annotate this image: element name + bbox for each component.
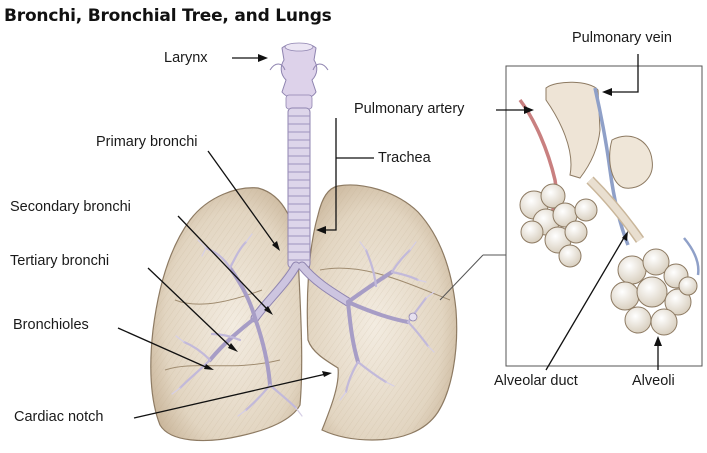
- left-lung: [151, 188, 302, 441]
- larynx-structure: [270, 43, 328, 109]
- label-alveoli: Alveoli: [632, 373, 675, 390]
- label-larynx: Larynx: [164, 50, 208, 67]
- right-lung: [307, 185, 456, 440]
- label-trachea: Trachea: [378, 150, 431, 167]
- label-primary-bronchi: Primary bronchi: [96, 134, 198, 151]
- label-bronchioles: Bronchioles: [13, 317, 89, 334]
- label-cardiac-notch: Cardiac notch: [14, 409, 103, 426]
- label-secondary-bronchi: Secondary bronchi: [10, 199, 131, 216]
- label-tertiary-bronchi: Tertiary bronchi: [10, 253, 109, 270]
- figure-title: Bronchi, Bronchial Tree, and Lungs: [4, 6, 332, 26]
- label-alveolar-duct: Alveolar duct: [494, 373, 578, 390]
- label-pulmonary-vein: Pulmonary vein: [572, 30, 672, 47]
- label-pulmonary-artery: Pulmonary artery: [354, 101, 464, 118]
- trachea-structure: [288, 108, 310, 268]
